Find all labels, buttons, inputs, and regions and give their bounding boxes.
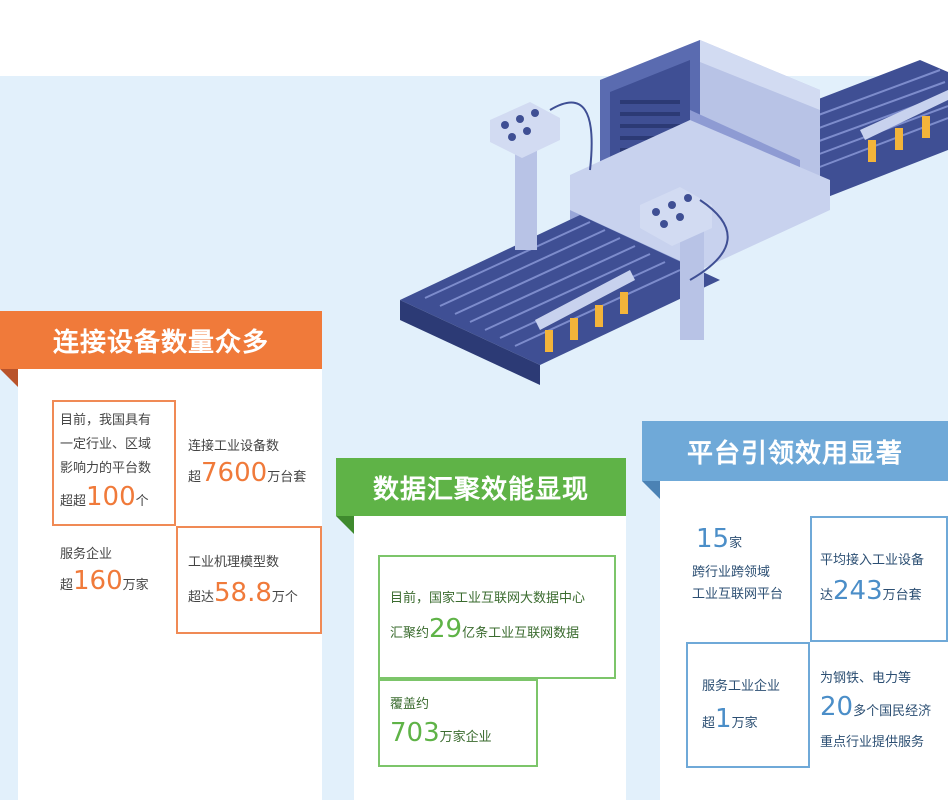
section1-models-prefix: 超达 (188, 590, 215, 605)
section1-enterprises-number: 160 (73, 566, 123, 596)
section3-devices-unit: 万台套 (882, 588, 922, 603)
section3-platforms-line1: 跨行业跨领域 (692, 565, 771, 580)
section1-title: 连接设备数量众多 (0, 311, 322, 369)
section2-coverage-value: 703万家企业 (390, 720, 492, 749)
section1-platforms-value: 超超100个 (60, 484, 149, 513)
section3-enterprises-box (686, 642, 810, 768)
section3-devices-number: 243 (833, 576, 883, 606)
section1-platforms-unit: 个 (135, 494, 149, 509)
section3-enterprises-number: 1 (715, 704, 732, 734)
section3-industries-value: 20多个国民经济 (820, 694, 932, 723)
section2-panel (354, 516, 626, 800)
section1-models-unit: 万个 (271, 590, 298, 605)
section1-enterprises-label: 服务企业 (60, 547, 113, 562)
section3-platforms-value: 15家 (696, 526, 743, 555)
section1-devices-value: 超7600万台套 (188, 460, 307, 489)
section3-industries-suffix: 重点行业提供服务 (820, 735, 925, 750)
section2-coverage-number: 703 (390, 718, 440, 748)
section1-platforms-box (52, 400, 176, 526)
section3-ribbon-fold (642, 481, 660, 499)
section1-platforms-number: 100 (86, 482, 136, 512)
section3-enterprises-label: 服务工业企业 (702, 679, 781, 694)
section1-ribbon-fold (0, 369, 18, 387)
section2-bigdata-box (378, 555, 616, 679)
section3-devices-value: 达243万台套 (820, 578, 922, 607)
section3-industries-number: 20 (820, 692, 854, 722)
section2-coverage-box (378, 679, 538, 767)
section2-bigdata-value: 汇聚约29亿条工业互联网数据 (390, 616, 580, 645)
section3-industries-prefix: 为钢铁、电力等 (820, 671, 912, 686)
section1-devices-unit: 万台套 (267, 470, 307, 485)
section3-title: 平台引领效用显著 (642, 421, 948, 481)
section1-devices-label: 连接工业设备数 (188, 439, 280, 454)
section3-enterprises-unit: 万家 (731, 716, 758, 731)
section2-coverage-label: 覆盖约 (390, 697, 430, 712)
section1-models-box (176, 526, 322, 634)
section3-industries-unit: 多个国民经济 (853, 704, 932, 719)
section2-bigdata-prefix: 汇聚约 (390, 626, 430, 641)
section2-bigdata-unit: 亿条工业互联网数据 (462, 626, 580, 641)
section1-platforms-line1: 目前，我国具有 (60, 413, 152, 428)
section3-platforms-unit: 家 (729, 536, 743, 551)
section3-platforms-number: 15 (696, 524, 730, 554)
section2-coverage-unit: 万家企业 (439, 730, 492, 745)
section1-enterprises-value: 超160万家 (60, 568, 149, 597)
section1-enterprises-unit: 万家 (122, 578, 149, 593)
section1-models-number: 58.8 (214, 578, 272, 608)
section1-devices-number: 7600 (201, 458, 268, 488)
section3-enterprises-value: 超1万家 (702, 706, 758, 735)
section1-platforms-line3: 影响力的平台数 (60, 461, 152, 476)
section2-bigdata-number: 29 (429, 614, 463, 644)
section3-devices-box (810, 516, 948, 642)
section1-platforms-prefix: 超超 (60, 494, 87, 509)
section1-models-value: 超达58.8万个 (188, 580, 298, 609)
section1-models-label: 工业机理模型数 (188, 555, 280, 570)
section1-enterprises-prefix: 超 (60, 578, 74, 593)
section3-enterprises-prefix: 超 (702, 716, 716, 731)
section2-bigdata-line1: 目前，国家工业互联网大数据中心 (390, 591, 586, 606)
section1-platforms-line2: 一定行业、区域 (60, 437, 152, 452)
section1-panel (18, 369, 322, 800)
section1-devices-prefix: 超 (188, 470, 202, 485)
section3-devices-prefix: 达 (820, 588, 834, 603)
section3-devices-label: 平均接入工业设备 (820, 553, 925, 568)
section3-platforms-line2: 工业互联网平台 (692, 587, 784, 602)
section2-title: 数据汇聚效能显现 (336, 458, 626, 516)
section2-ribbon-fold (336, 516, 354, 534)
